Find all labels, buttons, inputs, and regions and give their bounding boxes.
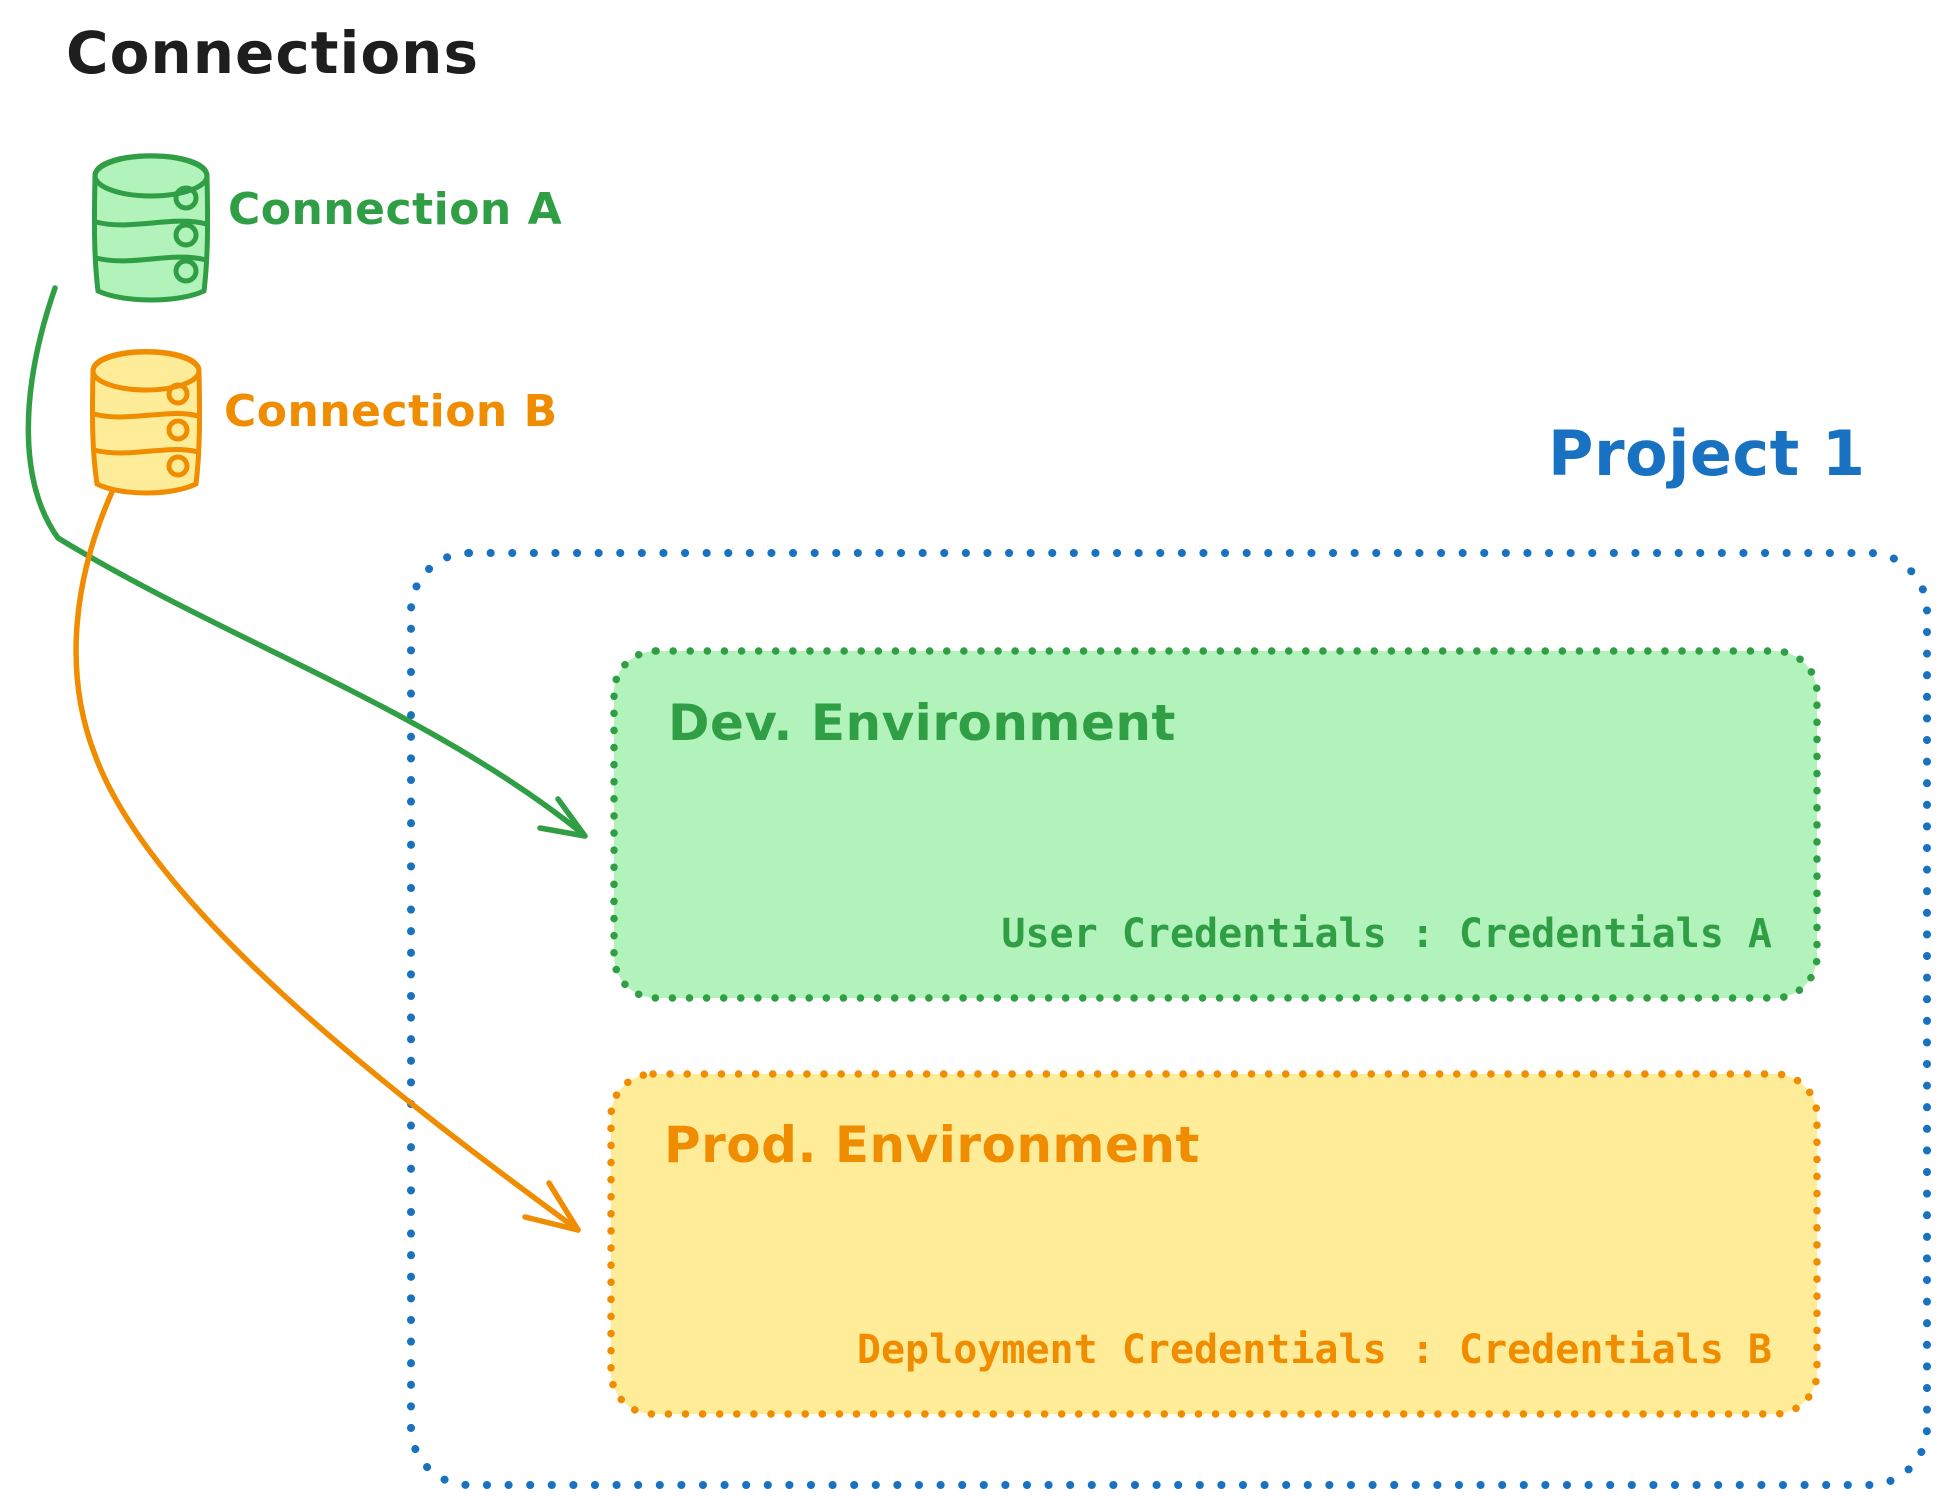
database-divider — [93, 218, 209, 228]
arrow-connection-a-to-dev — [25, 285, 588, 839]
database-divider — [91, 447, 201, 456]
database-top — [92, 153, 210, 199]
database-dot — [166, 454, 190, 478]
database-dot — [166, 382, 190, 406]
database-top — [90, 349, 202, 393]
database-icon-connection-b — [89, 349, 203, 496]
database-icon-connection-a — [91, 153, 211, 303]
connection-a-label: Connection A — [228, 184, 563, 235]
database-dot — [173, 258, 199, 284]
database-divider — [91, 411, 201, 420]
database-dot — [173, 222, 199, 248]
dev-environment-box — [610, 647, 1821, 1002]
arrow-line — [25, 285, 586, 837]
database-divider — [93, 254, 209, 264]
prod-environment-title: Prod. Environment — [664, 1116, 1200, 1174]
arrowhead — [537, 796, 588, 839]
connection-b-label: Connection B — [224, 386, 558, 437]
diagram-title: Connections — [66, 19, 479, 87]
database-dot — [166, 418, 190, 442]
dev-environment-title: Dev. Environment — [668, 694, 1176, 752]
project-box-border — [407, 549, 1931, 1489]
project-title: Project 1 — [1548, 417, 1866, 490]
arrow-line — [73, 489, 581, 1233]
arrow-connection-b-to-prod — [73, 489, 581, 1233]
prod-environment-box — [607, 1070, 1821, 1418]
dev-environment-credentials: User Credentials : Credentials A — [1001, 911, 1772, 957]
database-dot — [173, 185, 199, 211]
prod-environment-credentials: Deployment Credentials : Credentials B — [856, 1327, 1772, 1373]
arrowhead — [522, 1180, 581, 1233]
